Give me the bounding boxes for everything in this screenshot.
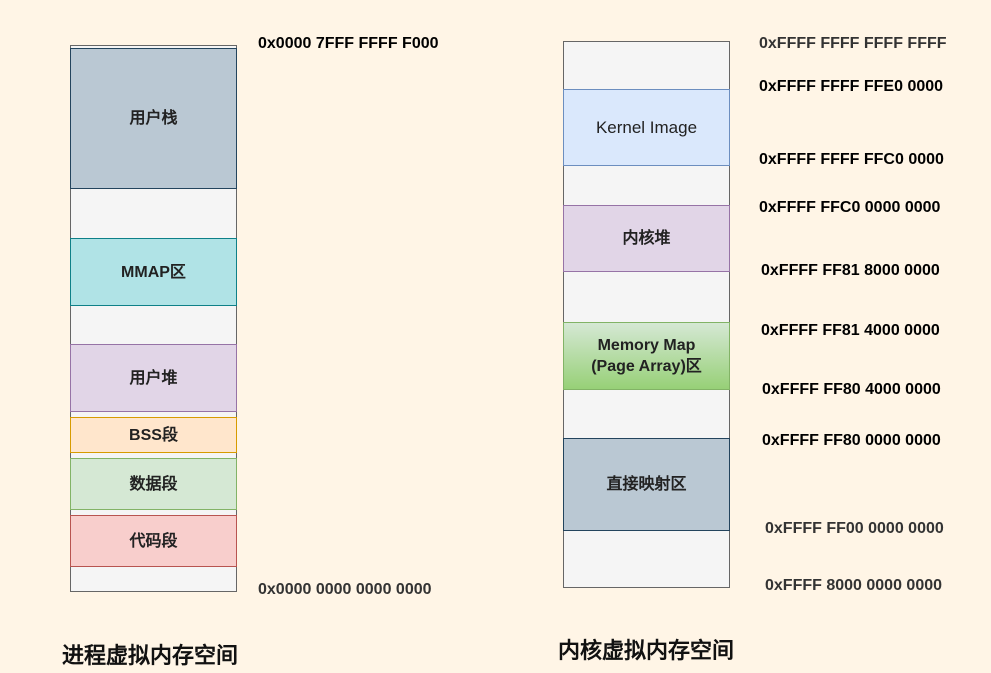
address-label: 0xFFFF FF81 8000 0000 <box>761 262 940 279</box>
address-label: 0xFFFF FF00 0000 0000 <box>765 520 944 537</box>
address-label: 0x0000 7FFF FFFF F000 <box>258 35 439 52</box>
address-label: 0xFFFF FFFF FFE0 0000 <box>759 78 944 95</box>
address-label: 0xFFFF FFFF FFC0 0000 <box>759 151 944 168</box>
user-space-title: 进程虚拟内存空间 <box>62 643 239 668</box>
segment-mmap: MMAP区 <box>70 238 237 306</box>
segment-kernel-image: Kernel Image <box>563 89 730 166</box>
address-label: 0xFFFF FF81 4000 0000 <box>761 322 940 339</box>
segment-memory-map: Memory Map (Page Array)区 <box>563 322 730 390</box>
segment-bss: BSS段 <box>70 417 237 453</box>
segment-user-stack: 用户栈 <box>70 48 237 189</box>
segment-user-heap: 用户堆 <box>70 344 237 412</box>
address-label: 0xFFFF 8000 0000 0000 <box>765 577 943 594</box>
segment-kernel-heap: 内核堆 <box>563 205 730 272</box>
address-label: 0x0000 0000 0000 0000 <box>258 581 432 598</box>
address-label: 0xFFFF FF80 4000 0000 <box>762 381 941 398</box>
segment-text: 代码段 <box>70 515 237 567</box>
address-label: 0xFFFF FFC0 0000 0000 <box>759 199 941 216</box>
segment-data: 数据段 <box>70 458 237 510</box>
address-label: 0xFFFF FFFF FFFF FFFF <box>759 35 947 52</box>
segment-direct-mapping: 直接映射区 <box>563 438 730 531</box>
kernel-space-title: 内核虚拟内存空间 <box>558 638 735 663</box>
address-label: 0xFFFF FF80 0000 0000 <box>762 432 941 449</box>
